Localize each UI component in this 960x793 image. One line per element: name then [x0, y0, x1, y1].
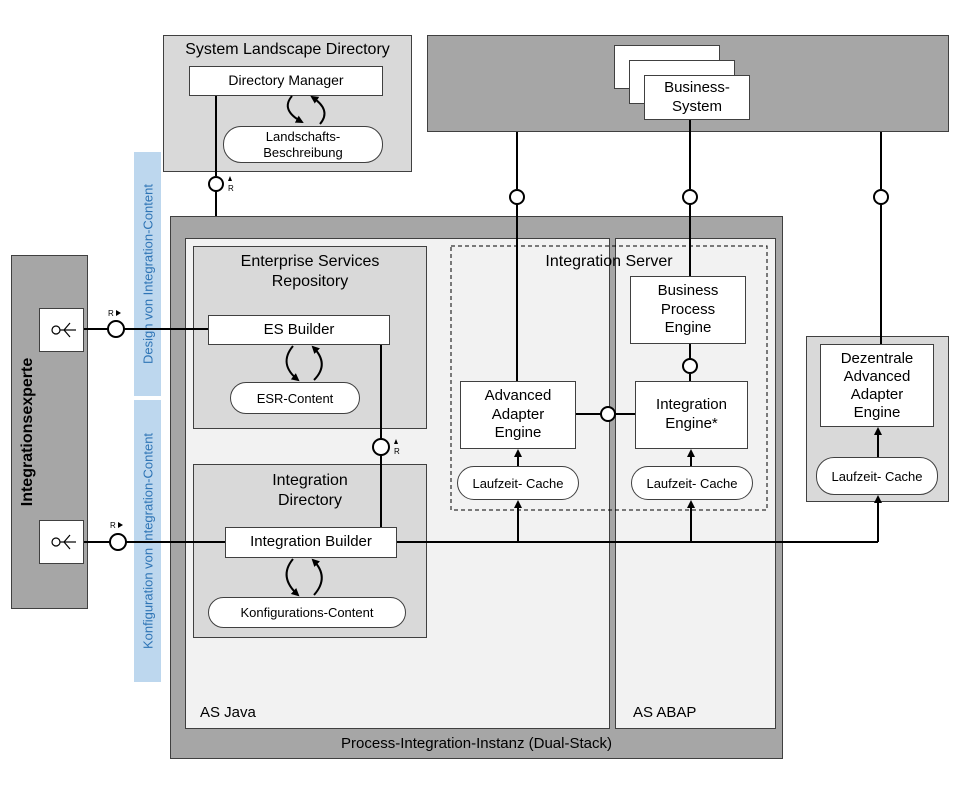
- as-abap-label: AS ABAP: [633, 704, 697, 721]
- design-band: Design von Integration-Content: [134, 152, 161, 396]
- id-title: Integration Directory: [193, 471, 427, 511]
- ie-runtime-cache: Laufzeit- Cache: [631, 466, 753, 500]
- business-system: Business- System: [644, 75, 750, 120]
- landscape-line1: Landschafts-: [265, 128, 341, 144]
- decentral-interface-circle: [873, 189, 889, 205]
- sld-interface-circle: [208, 176, 224, 192]
- aae-ie-interface-circle: [600, 406, 616, 422]
- landscape-line2: Beschreibung: [263, 144, 343, 160]
- actor-config-glyph: [51, 534, 76, 550]
- ie-line1: Integration: [656, 396, 727, 414]
- decentral-line4: Engine: [853, 403, 901, 421]
- landscape-description: Landschafts- Beschreibung: [223, 126, 383, 163]
- esr-content: ESR-Content: [230, 382, 360, 414]
- esr-title-line1: Enterprise Services: [240, 253, 380, 270]
- business-system-line2: System: [671, 97, 722, 115]
- bpe-ie-interface-circle: [682, 358, 698, 374]
- as-java-label: AS Java: [200, 704, 256, 721]
- integration-server-label: Integration Server: [545, 253, 673, 270]
- r-marker-sld: R: [228, 184, 234, 193]
- bpe-line3: Engine: [664, 319, 712, 337]
- pi-instance-title: Process-Integration-Instanz (Dual-Stack): [341, 735, 612, 752]
- decentral-line2: Advanced: [843, 367, 911, 385]
- r-marker-design: R: [108, 309, 114, 318]
- integration-server-boundary: [450, 245, 768, 511]
- aae-line3: Engine: [494, 424, 542, 442]
- decentral-line1: Dezentrale: [840, 349, 914, 367]
- aae-line2: Adapter: [491, 405, 545, 423]
- design-interface-circle: [107, 320, 125, 338]
- esr-title-line2: Repository: [271, 273, 349, 290]
- es-builder: ES Builder: [208, 315, 390, 345]
- configuration-content: Konfigurations-Content: [208, 597, 406, 628]
- id-title-line1: Integration: [272, 472, 348, 489]
- business-process-engine: Business Process Engine: [630, 276, 746, 344]
- esr-title: Enterprise Services Repository: [193, 252, 427, 292]
- bpe-line1: Business: [657, 281, 719, 299]
- bpe-interface-circle: [682, 189, 698, 205]
- ie-line2: Engine*: [665, 415, 718, 432]
- aae-line1: Advanced: [484, 386, 552, 404]
- r-marker-config: R: [110, 521, 116, 530]
- integration-engine: Integration Engine*: [635, 381, 748, 449]
- r-marker-esr-id: R: [394, 447, 400, 456]
- sld-title: System Landscape Directory: [185, 41, 390, 58]
- bpe-line2: Process: [660, 300, 716, 318]
- decentral-line3: Adapter: [850, 385, 904, 403]
- integration-builder: Integration Builder: [225, 527, 397, 558]
- directory-manager: Directory Manager: [189, 66, 383, 96]
- esr-id-interface-circle: [372, 438, 390, 456]
- decentral-runtime-cache: Laufzeit- Cache: [816, 457, 938, 495]
- aae-interface-circle: [509, 189, 525, 205]
- id-title-line2: Directory: [277, 492, 342, 509]
- decentral-advanced-adapter-engine: Dezentrale Advanced Adapter Engine: [820, 344, 934, 427]
- actor-design-glyph: [51, 322, 76, 338]
- config-interface-circle: [109, 533, 127, 551]
- aae-runtime-cache: Laufzeit- Cache: [457, 466, 579, 500]
- business-system-line1: Business-: [664, 78, 730, 96]
- advanced-adapter-engine: Advanced Adapter Engine: [460, 381, 576, 449]
